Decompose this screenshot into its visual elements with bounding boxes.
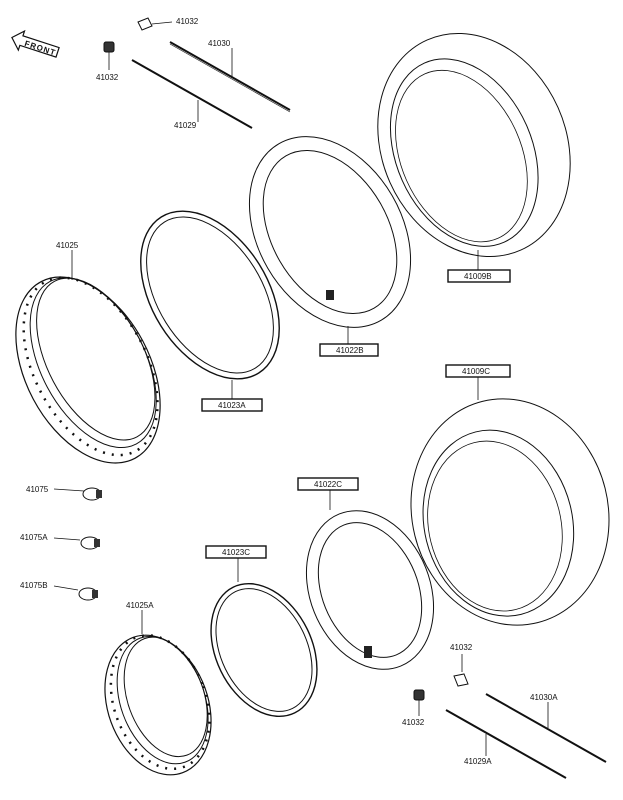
balancer-41075B <box>78 587 98 601</box>
part-label-41032-top: 41032 <box>176 17 199 26</box>
part-label-41030A: 41030A <box>530 693 558 702</box>
part-label-41030: 41030 <box>208 39 231 48</box>
spoke-41030A <box>485 693 607 763</box>
part-label-41075A: 41075A <box>20 533 48 542</box>
rim-41025A <box>104 634 212 776</box>
part-label-41022B: 41022B <box>336 346 364 355</box>
rim-41025 <box>15 276 161 464</box>
spoke-41030 <box>169 41 291 113</box>
tire-41009B <box>377 32 571 258</box>
part-label-41075B: 41075B <box>20 581 48 590</box>
front-arrow-icon <box>11 29 60 58</box>
part-label-41029A: 41029A <box>464 757 492 766</box>
part-label-41025: 41025 <box>56 241 79 250</box>
rim-band-41023C <box>210 582 318 718</box>
spoke-41029 <box>131 59 253 129</box>
part-box-41009B <box>447 269 511 283</box>
part-box-41023C <box>205 545 267 559</box>
inner-tube-41022B <box>248 136 412 328</box>
front-direction-badge: FRONT <box>11 29 60 58</box>
valve-nut-top-2 <box>103 41 115 53</box>
valve-nut-lower-2 <box>413 689 425 701</box>
valve-stem-lower <box>364 646 372 658</box>
part-label-41022C: 41022C <box>314 480 342 489</box>
inner-tube-41022C <box>305 510 435 670</box>
part-label-41029: 41029 <box>174 121 197 130</box>
part-label-41023C: 41023C <box>222 548 250 557</box>
part-label-41009C: 41009C <box>462 367 490 376</box>
part-box-41022C <box>297 477 359 491</box>
part-label-41032-left: 41032 <box>96 73 119 82</box>
tire-41009C <box>410 398 610 626</box>
spoke-41029A <box>445 709 567 779</box>
part-label-41025A: 41025A <box>126 601 154 610</box>
rim-band-41023A <box>140 210 280 380</box>
part-label-41075: 41075 <box>26 485 49 494</box>
part-label-41032-lower-right: 41032 <box>450 643 473 652</box>
part-label-41032-lower-left: 41032 <box>402 718 425 727</box>
part-box-41022B <box>319 343 379 357</box>
valve-nut-lower-1 <box>453 673 469 687</box>
part-label-41009B: 41009B <box>464 272 492 281</box>
balancer-41075A <box>80 536 100 550</box>
balancer-41075 <box>82 487 102 501</box>
valve-stem-upper <box>326 290 334 300</box>
valve-nut-top-1 <box>137 17 153 31</box>
part-label-41023A: 41023A <box>218 401 246 410</box>
